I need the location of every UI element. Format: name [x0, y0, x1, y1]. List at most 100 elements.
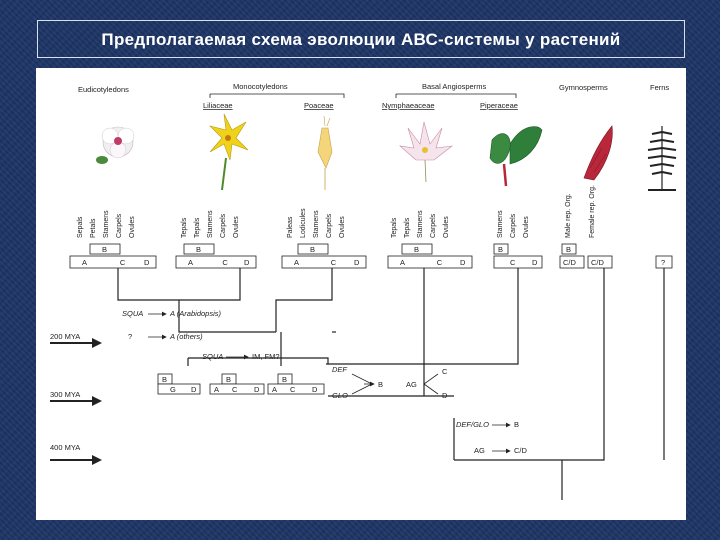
annot-squa2: SQUA: [202, 352, 223, 361]
annot-b-out: B: [378, 380, 383, 389]
organ-label-nymphaeaceae-1: Tepals: [404, 217, 411, 238]
group-gymnosperms: Gymnosperms: [559, 83, 608, 92]
annot-ag2: AG: [474, 446, 485, 455]
box-b-anc2: B: [226, 375, 231, 384]
gene-annotations: SQUA A (Arabidopsis) ? A (others) SQUA I…: [122, 309, 528, 455]
organ-label-nymphaeaceae-0: Tepals: [391, 217, 398, 238]
box-a-anc2: A: [214, 385, 219, 394]
organ-label-gymnosperms-1: Female rep. Org.: [589, 185, 596, 238]
annot-ag: AG: [406, 380, 417, 389]
group-piperaceae: Piperaceae: [480, 101, 518, 110]
annot-defglo-target: B: [514, 420, 519, 429]
group-poaceae: Poaceae: [304, 101, 334, 110]
monocot-bracket: [209, 93, 345, 98]
box-c-nymphaeaceae-label: C: [437, 258, 443, 267]
box-row-nymphaeaceae: [387, 255, 473, 269]
group-monocots: Monocotyledons: [233, 82, 288, 91]
annot-def: DEF: [332, 365, 347, 374]
box-c-eudicots-label: C: [120, 258, 126, 267]
annot-c-out: C: [442, 367, 448, 376]
annot-squa1-target: A (Arabidopsis): [169, 309, 221, 318]
eudicot-flower-image: [96, 126, 135, 164]
box-b-liliaceae: [183, 243, 215, 255]
piper-leaf-image: [489, 126, 543, 187]
diagram-panel: Eudicotyledons Monocotyledons Liliaceae …: [36, 68, 686, 520]
time-400: 400 MYA: [50, 443, 80, 452]
organ-label-eudicots-1: Petals: [90, 218, 97, 238]
group-basal: Basal Angiosperms: [422, 82, 486, 91]
lily-flower-image: [209, 113, 249, 191]
grass-floret-image: [317, 115, 333, 190]
box-b-gymnosperms: [561, 243, 577, 255]
box-c-liliaceae-label: C: [222, 258, 228, 267]
organ-label-piperaceae-1: Carpels: [510, 213, 517, 238]
box-a-eudicots-label: A: [82, 258, 87, 267]
box-q-ferns-label: ?: [661, 258, 665, 267]
box-b-gymnosperms-label: B: [566, 245, 571, 254]
box-d-eudicots-label: D: [144, 258, 150, 267]
box-g-anc1: G: [170, 385, 176, 394]
box-cd2-gymnosperms-label: C/D: [591, 258, 605, 267]
box-b-eudicots-label: B: [102, 245, 107, 254]
time-300: 300 MYA: [50, 390, 80, 399]
organ-label-nymphaeaceae-4: Ovules: [443, 216, 450, 238]
group-eudicots: Eudicotyledons: [78, 85, 129, 94]
annot-squa1: SQUA: [122, 309, 143, 318]
organ-label-poaceae-0: Paleas: [287, 216, 294, 238]
annot-q-target: A (others): [169, 332, 203, 341]
organ-label-liliaceae-3: Carpels: [220, 213, 227, 238]
box-b-anc3: B: [282, 375, 287, 384]
box-b-nymphaeaceae: [401, 243, 433, 255]
box-c-poaceae-label: C: [331, 258, 337, 267]
box-b-anc1-label: B: [162, 375, 167, 384]
organ-label-liliaceae-2: Stamens: [207, 210, 214, 238]
box-d-anc1: D: [191, 385, 197, 394]
fern-image: [647, 126, 677, 191]
title-frame: Предполагаемая схема эволюции АВС-систем…: [37, 20, 685, 58]
box-row-eudicots: [69, 255, 157, 269]
box-row-liliaceae: [175, 255, 257, 269]
organ-label-eudicots-4: Ovules: [129, 216, 136, 238]
organ-label-eudicots-2: Stamens: [103, 210, 110, 238]
box-a-liliaceae-label: A: [188, 258, 193, 267]
organ-label-gymnosperms-0: Male rep. Org.: [565, 193, 572, 238]
box-b-poaceae-label: B: [310, 245, 315, 254]
box-b-nymphaeaceae-label: B: [414, 245, 419, 254]
box-row-poaceae: [281, 255, 367, 269]
box-b-liliaceae-label: B: [196, 245, 201, 254]
box-d-liliaceae-label: D: [244, 258, 250, 267]
organ-label-poaceae-1: Lodicules: [300, 208, 307, 238]
organ-label-poaceae-3: Carpels: [326, 213, 333, 238]
box-cd1-gymnosperms-label: C/D: [563, 258, 577, 267]
annot-defglo: DEF/GLO: [456, 420, 489, 429]
annot-q-mark: ?: [128, 332, 132, 341]
group-ferns: Ferns: [650, 83, 669, 92]
water-lily-image: [399, 121, 454, 183]
organ-label-poaceae-4: Ovules: [339, 216, 346, 238]
phylogeny-lines: [117, 268, 665, 500]
box-cd1-gymnosperms: [559, 255, 585, 269]
box-a-poaceae-label: A: [294, 258, 299, 267]
organ-label-nymphaeaceae-2: Stamens: [417, 210, 424, 238]
box-d-piperaceae-label: D: [532, 258, 538, 267]
organ-label-liliaceae-0: Tepals: [181, 217, 188, 238]
annot-d-out: D: [442, 391, 448, 400]
box-c-piperaceae-label: C: [510, 258, 516, 267]
organ-label-piperaceae-0: Stamens: [497, 210, 504, 238]
annot-squa2-target: IM, FM?: [252, 352, 280, 361]
gymnosperm-cone-image: [583, 125, 613, 181]
box-c-anc2: C: [232, 385, 238, 394]
box-a-anc3: A: [272, 385, 277, 394]
box-b-piperaceae-label: B: [498, 245, 503, 254]
box-b-poaceae: [297, 243, 329, 255]
box-d-anc2: D: [254, 385, 260, 394]
time-markers: 200 MYA 300 MYA 400 MYA: [50, 332, 102, 465]
box-d-nymphaeaceae-label: D: [460, 258, 466, 267]
organ-label-eudicots-3: Carpels: [116, 213, 123, 238]
group-nymphaeaceae: Nymphaeaceae: [382, 101, 435, 110]
box-a-nymphaeaceae-label: A: [400, 258, 405, 267]
annot-glo: GLO: [332, 391, 348, 400]
evolution-diagram: Eudicotyledons Monocotyledons Liliaceae …: [50, 82, 677, 500]
